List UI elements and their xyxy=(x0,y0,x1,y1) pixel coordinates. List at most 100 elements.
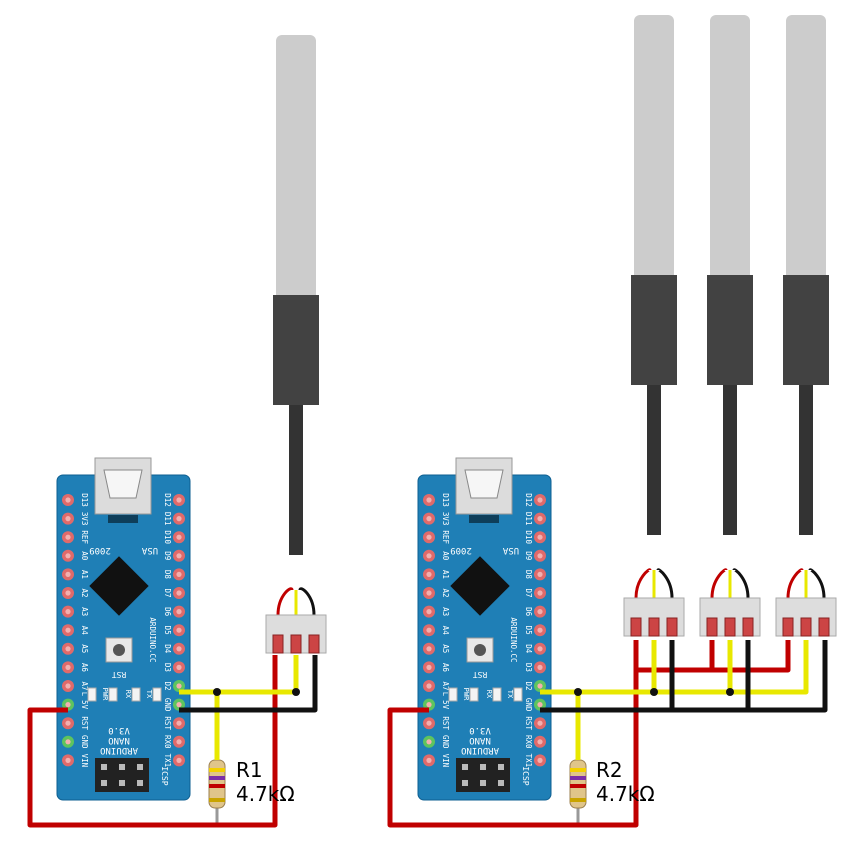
header-pin-hole xyxy=(176,664,182,671)
resistor-band xyxy=(209,784,225,788)
led-label: L xyxy=(441,692,449,696)
resistor-band xyxy=(570,768,586,772)
connector-pin xyxy=(782,617,794,637)
icsp-pin xyxy=(480,764,486,770)
header-pin-hole xyxy=(65,757,71,764)
header-pin-hole xyxy=(537,702,543,708)
jst-connector xyxy=(623,597,685,637)
header-pin-hole xyxy=(176,720,182,726)
header-pin-hole xyxy=(426,646,432,652)
header-pin-hole xyxy=(176,627,182,633)
header-pin-hole xyxy=(65,553,71,559)
header-pin-hole xyxy=(176,609,182,615)
connector-pin xyxy=(630,617,642,637)
led-label: RX xyxy=(124,690,132,699)
header-pin-hole xyxy=(426,553,432,559)
icsp-label: ICSP xyxy=(160,766,169,785)
pin-label-left: A6 xyxy=(441,663,450,673)
pin-label-right: D7 xyxy=(524,588,533,597)
resistor-band xyxy=(570,784,586,788)
pin-label-left: REF xyxy=(441,530,450,544)
header-pin-hole xyxy=(537,534,543,540)
resistor-r1-value: 4.7kΩ xyxy=(236,782,295,806)
led-label: TX xyxy=(506,690,514,699)
pin-label-left: A2 xyxy=(441,588,450,597)
connector-pin xyxy=(706,617,718,637)
icsp-header xyxy=(131,758,149,792)
arduino-nano-board: RSTD133V3REFA0A1A2A3A4A5A6A75VRSTGNDVIND… xyxy=(56,457,191,801)
probe-sleeve xyxy=(631,275,677,385)
header-pin-hole xyxy=(176,702,182,708)
pin-label-right: D9 xyxy=(524,551,533,560)
temperature-probe xyxy=(273,35,319,555)
probe-tip xyxy=(786,15,826,285)
resistor xyxy=(569,745,587,825)
pin-label-left: A5 xyxy=(80,644,89,653)
pin-label-left: 3V3 xyxy=(441,512,450,526)
lead-black xyxy=(732,568,750,599)
probe-cable xyxy=(799,385,813,535)
icsp-header xyxy=(456,758,474,792)
pin-label-right: D11 xyxy=(524,512,533,526)
resistor-r1-ref: R1 xyxy=(236,758,263,782)
junction-dot xyxy=(726,688,734,696)
wire-5v xyxy=(27,655,278,828)
pin-label-left: A5 xyxy=(441,644,450,653)
pin-label-left: D13 xyxy=(441,493,450,507)
usb-port xyxy=(464,469,504,499)
usb-pads xyxy=(108,515,138,523)
junction-dot xyxy=(213,688,221,696)
board-name-label: ARDUINO xyxy=(100,745,138,755)
header-pin-hole xyxy=(537,683,543,689)
icsp-header xyxy=(95,758,113,792)
pin-label-right: D9 xyxy=(163,551,172,560)
pin-label-right: D12 xyxy=(163,493,172,507)
header-pin-hole xyxy=(537,627,543,633)
wires-front-layer xyxy=(27,640,828,828)
probe-tip xyxy=(710,15,750,285)
header-pin-hole xyxy=(426,497,432,503)
header-pin-hole xyxy=(426,702,432,708)
pin-label-right: D8 xyxy=(524,570,533,580)
led-label: TX xyxy=(145,690,153,699)
board-name-label: ARDUINO xyxy=(461,745,499,755)
microcontroller-chip xyxy=(450,556,510,616)
header-pin-hole xyxy=(537,757,543,764)
header-pin-hole xyxy=(176,571,182,578)
header-pin-hole xyxy=(537,720,543,726)
lead-red xyxy=(634,568,652,599)
header-pin-hole xyxy=(426,664,432,671)
icsp-pin xyxy=(137,780,143,786)
country-label: USA xyxy=(141,545,158,555)
reset-label: RST xyxy=(473,670,488,679)
header-pin-hole xyxy=(65,497,71,503)
header-pin-hole xyxy=(65,609,71,615)
pin-label-right: D4 xyxy=(163,644,172,654)
pin-label-left: 3V3 xyxy=(80,512,89,526)
pin-label-right: D3 xyxy=(163,663,172,672)
probe-tip xyxy=(634,15,674,285)
country-label: USA xyxy=(502,545,519,555)
header-pin-hole xyxy=(426,534,432,540)
pin-label-left: A4 xyxy=(441,626,450,636)
wire-data xyxy=(179,655,299,695)
connector-pin xyxy=(272,634,284,654)
icsp-header xyxy=(113,758,131,792)
probe-cable xyxy=(723,385,737,535)
header-pin-hole xyxy=(176,683,182,689)
led-label: L xyxy=(80,692,88,696)
header-pin-hole xyxy=(426,757,432,764)
lead-black xyxy=(298,587,316,616)
junction-dot xyxy=(650,688,658,696)
board-version-label: V3.0 xyxy=(108,725,130,735)
header-pin-hole xyxy=(176,739,182,745)
pin-label-left: A0 xyxy=(80,551,89,561)
usb-pads xyxy=(469,515,499,523)
pin-label-left: REF xyxy=(80,530,89,544)
header-pin-hole xyxy=(65,664,71,671)
header-pin-hole xyxy=(65,646,71,652)
header-pin-hole xyxy=(537,516,543,522)
icsp-pin xyxy=(119,764,125,770)
header-pin-hole xyxy=(65,534,71,540)
